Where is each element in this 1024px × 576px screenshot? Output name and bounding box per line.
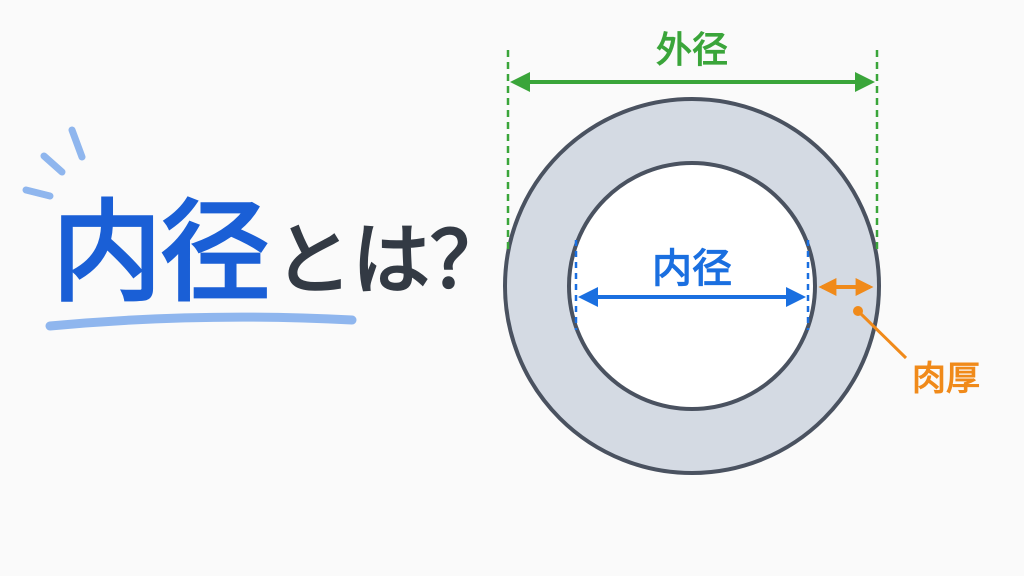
thickness-leader-line [856,309,908,360]
headline-question: とは？ [274,216,509,306]
inner-diameter-label: 内径 [652,246,732,292]
headline-term: 内径 [52,189,270,317]
outer-diameter-label: 外径 [656,30,728,71]
headline: 内径 とは？ [52,178,508,308]
thickness-label: 肉厚 [912,359,980,399]
inner-bore [567,161,817,411]
